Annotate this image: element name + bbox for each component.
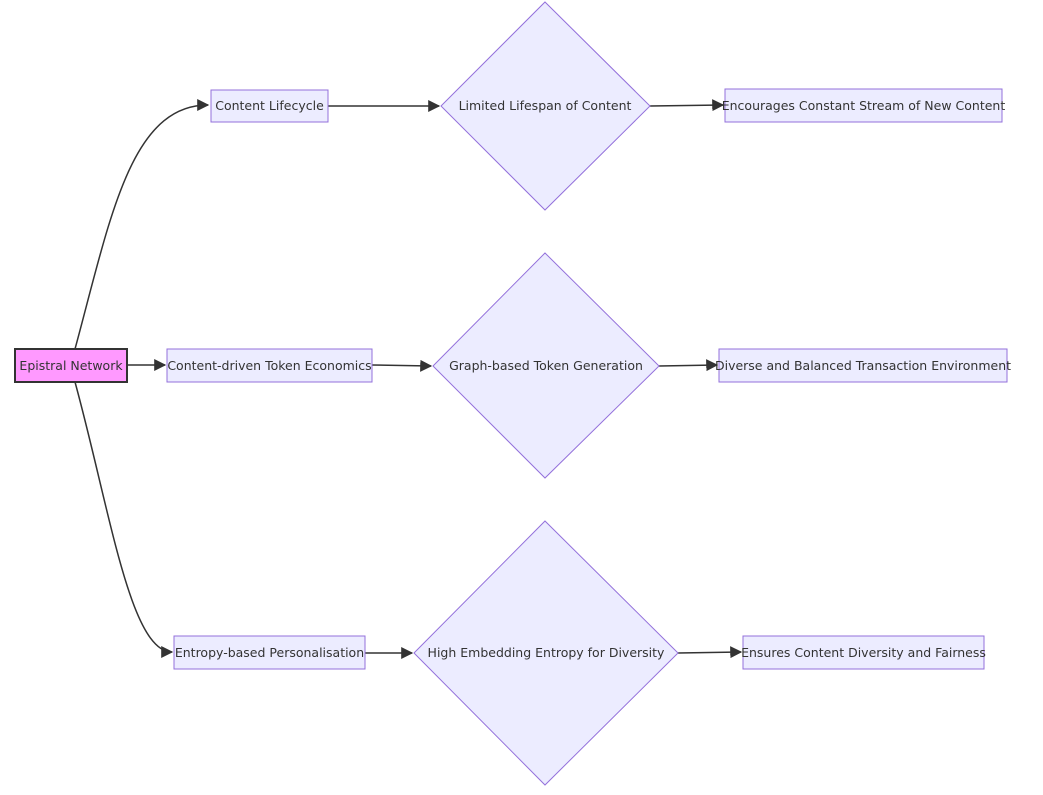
node-diversity-fairness[interactable]: Ensures Content Diversity and Fairness [741, 635, 986, 670]
node-label: Limited Lifespan of Content [459, 98, 632, 113]
node-label: Epistral Network [19, 358, 123, 373]
edge-lifespan-to-stream [649, 99, 725, 112]
edge-root-to-content-lifecycle [74, 99, 210, 350]
node-constant-stream[interactable]: Encourages Constant Stream of New Conten… [722, 88, 1006, 123]
node-content-lifecycle[interactable]: Content Lifecycle [210, 89, 329, 123]
node-label: Content-driven Token Economics [167, 358, 371, 373]
edge-economics-to-graph [371, 359, 433, 372]
node-label: Diverse and Balanced Transaction Environ… [715, 358, 1011, 373]
node-label: Graph-based Token Generation [449, 358, 643, 373]
edge-graph-to-diverse [658, 359, 719, 372]
node-label: Encourages Constant Stream of New Conten… [722, 98, 1006, 113]
node-epistral-network[interactable]: Epistral Network [14, 348, 128, 383]
node-label: Ensures Content Diversity and Fairness [741, 645, 986, 660]
node-personalisation[interactable]: Entropy-based Personalisation [173, 635, 366, 670]
edge-root-to-personalisation [74, 381, 174, 658]
node-token-economics[interactable]: Content-driven Token Economics [166, 348, 373, 383]
node-graph-token[interactable]: Graph-based Token Generation [432, 252, 660, 479]
node-limited-lifespan[interactable]: Limited Lifespan of Content [440, 1, 651, 211]
edges [74, 99, 743, 659]
node-label: High Embedding Entropy for Diversity [428, 645, 665, 660]
node-diverse-env[interactable]: Diverse and Balanced Transaction Environ… [715, 348, 1011, 383]
node-label: Content Lifecycle [215, 98, 324, 113]
edge-entropy-to-fairness [677, 646, 743, 659]
node-embedding-entropy[interactable]: High Embedding Entropy for Diversity [413, 520, 679, 786]
node-label: Entropy-based Personalisation [175, 645, 364, 660]
